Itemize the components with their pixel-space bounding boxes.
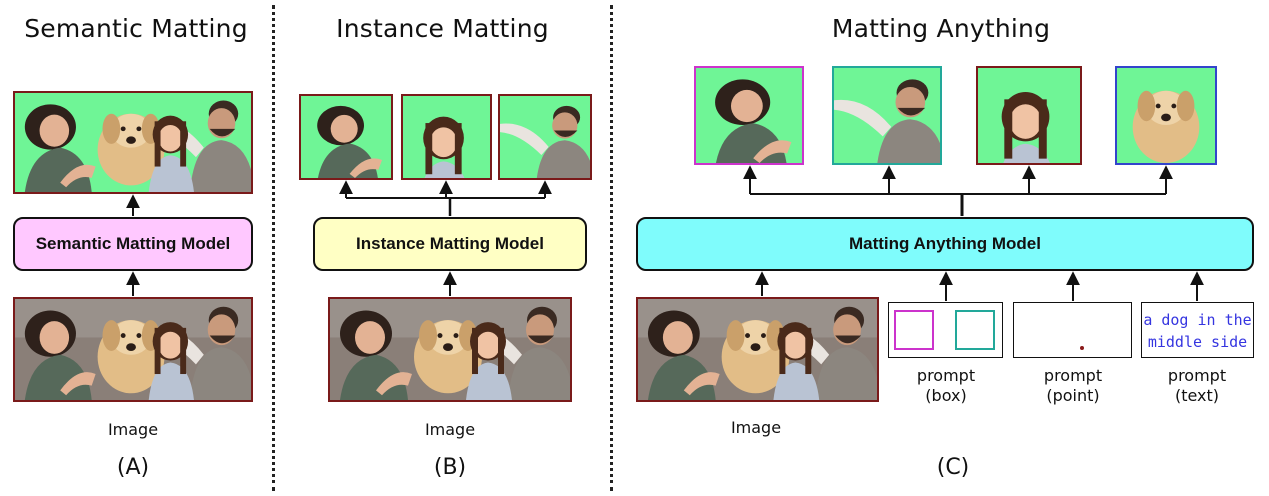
panel-c-title: Matting Anything [831, 14, 1051, 43]
point-prompt-caption-2: (point) [1046, 386, 1100, 405]
man-figure [834, 79, 940, 163]
text-prompt-line-2: middle side [1147, 333, 1248, 351]
girl-figure [148, 322, 194, 400]
panel-c-letter: (C) [936, 455, 970, 480]
panel-b-output-girl [401, 94, 492, 180]
panel-c-output-woman [694, 66, 804, 165]
instance-matting-model-box: Instance Matting Model [313, 217, 587, 271]
text-prompt-line-1: a dog in the [1143, 311, 1252, 329]
panel-c-output-man [832, 66, 942, 165]
point-prompt-panel [1013, 302, 1132, 358]
box-prompt-panel [888, 302, 1003, 358]
panel-a-letter: (A) [116, 455, 150, 480]
panel-b-title: Instance Matting [336, 14, 549, 43]
point-prompt-dot [1080, 346, 1084, 350]
panel-b-input-image [328, 297, 572, 402]
box-prompt-caption-2: (box) [925, 386, 967, 405]
woman-figure [317, 105, 382, 178]
panel-b-output-woman [299, 94, 393, 180]
man-figure [500, 105, 590, 178]
girl-figure [773, 322, 820, 400]
woman-figure [24, 310, 96, 400]
girl-figure [466, 322, 512, 400]
text-prompt-caption-1: prompt [1167, 366, 1227, 385]
dog-figure [1132, 90, 1200, 163]
panel-c-input-image [636, 297, 879, 402]
divider-right [610, 5, 613, 491]
girl-figure [148, 115, 194, 192]
panel-b-input-caption: Image [424, 420, 476, 439]
panel-b-output-man [498, 94, 592, 180]
box-prompt-magenta [894, 310, 934, 350]
woman-figure [24, 104, 96, 192]
panel-b-letter: (B) [433, 455, 467, 480]
panel-a-title: Semantic Matting [24, 14, 248, 43]
woman-figure [340, 310, 412, 400]
panel-a-input-caption: Image [107, 420, 159, 439]
woman-figure [647, 310, 720, 400]
text-prompt-panel: a dog in the middle side [1141, 302, 1254, 358]
girl-figure [423, 116, 465, 178]
text-prompt-caption-2: (text) [1174, 386, 1220, 405]
semantic-matting-model-box: Semantic Matting Model [13, 217, 253, 271]
divider-left [272, 5, 275, 491]
point-prompt-caption-1: prompt [1043, 366, 1103, 385]
girl-figure [1001, 91, 1050, 163]
panel-c-output-dog [1115, 66, 1217, 165]
dog-figure [414, 320, 482, 394]
panel-c-input-caption: Image [730, 418, 782, 437]
box-prompt-teal [955, 310, 995, 350]
panel-a-output-matte [13, 91, 253, 194]
box-prompt-caption-1: prompt [916, 366, 976, 385]
panel-c-output-girl [976, 66, 1082, 165]
panel-a-input-image [13, 297, 253, 402]
woman-figure [715, 79, 792, 163]
matting-anything-model-box: Matting Anything Model [636, 217, 1254, 271]
